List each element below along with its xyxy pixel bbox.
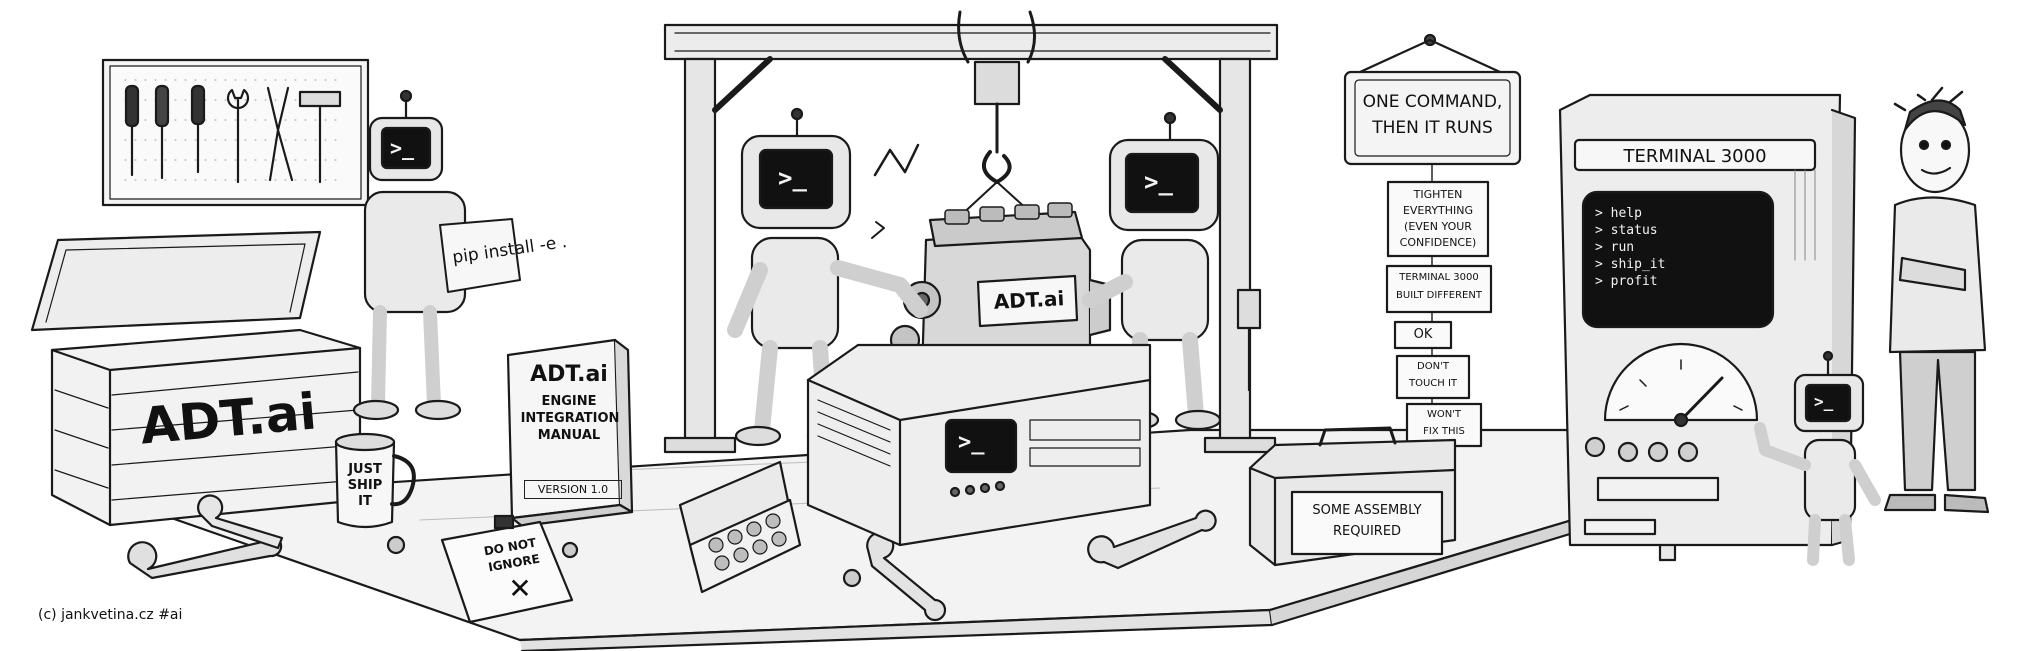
robot-screen-prompt: >_: [958, 430, 985, 455]
hanging-sign-line: ONE COMMAND,: [1362, 92, 1503, 112]
note-1-line: EVERYTHING: [1402, 204, 1474, 217]
manual-title: ADT.ai: [530, 362, 608, 387]
note-1-line: CONFIDENCE): [1399, 236, 1477, 249]
note-1-line: (EVEN YOUR: [1404, 220, 1472, 233]
gauge-icon: [1603, 342, 1759, 428]
robot-screen-prompt: >_: [1814, 392, 1834, 411]
wrench-icon: [197, 494, 284, 550]
terminal-line: > profit: [1595, 274, 1658, 289]
robot-screen-prompt: >_: [390, 136, 415, 160]
mug-text-line: JUST: [348, 462, 382, 477]
robot-mechanic-left: [727, 107, 928, 447]
person-standing: [1883, 86, 1990, 514]
screwdriver-icon: [154, 84, 170, 180]
nut-icon: [386, 535, 406, 555]
terminal-line: > status: [1595, 223, 1658, 238]
manual-book: [506, 338, 634, 528]
note-paper: [440, 514, 574, 624]
robot-left-with-sign: [352, 89, 521, 421]
note-5-line: WON'T: [1426, 409, 1462, 420]
wooden-crate: [30, 230, 362, 527]
wrench-icon: [1087, 509, 1217, 570]
note-3-line: OK: [1413, 327, 1433, 342]
gantry-crane: [663, 10, 1279, 454]
pegboard: [101, 58, 370, 207]
robot-screen-prompt: >_: [778, 164, 807, 192]
nut-icon: [842, 568, 862, 588]
terminal-line: > run: [1595, 240, 1635, 255]
toolbox-label-line: REQUIRED: [1332, 524, 1402, 539]
mug-text-line: IT: [358, 494, 372, 509]
hanging-sign: [1343, 33, 1522, 166]
robot-screen: [380, 126, 432, 170]
terminal-line: > ship_it: [1595, 257, 1666, 272]
manual-subtitle-line: MANUAL: [537, 428, 601, 443]
robot-screen: [1124, 152, 1200, 214]
toolbox: [1248, 426, 1457, 567]
note-4-line: DON'T: [1417, 361, 1449, 372]
terminal-screen: [1581, 190, 1775, 329]
note-1-line: TIGHTEN: [1413, 188, 1463, 201]
screwdriver-icon: [124, 84, 140, 177]
mug-text-line: SHIP: [347, 478, 383, 493]
screwdriver-icon: [190, 84, 206, 174]
note-cross-icon: ✕: [508, 572, 532, 605]
hammer-icon: [298, 90, 342, 184]
engine-label: ADT.ai: [993, 286, 1065, 314]
robot-small-thumbs-up: [1754, 350, 1881, 566]
robot-screen-prompt: >_: [1144, 168, 1173, 196]
robot-screen: [1804, 383, 1852, 423]
socket-case: [678, 460, 802, 594]
note-5-line: FIX THIS: [1423, 426, 1465, 437]
toolbox-label-line: SOME ASSEMBLY: [1312, 503, 1422, 518]
terminal-machine: [1558, 93, 1857, 547]
engine-label-plate: [976, 274, 1079, 328]
mug: [334, 432, 416, 529]
crane-hook: [944, 10, 1051, 231]
terminal-line: > help: [1595, 206, 1642, 221]
note-4-line: TOUCH IT: [1408, 378, 1458, 389]
manual-subtitle-line: INTEGRATION: [520, 411, 620, 426]
manual-subtitle-line: ENGINE: [541, 394, 597, 409]
terminal-title: TERMINAL 3000: [1623, 146, 1767, 167]
pliers-icon: [266, 86, 294, 182]
hanging-sign-line: THEN IT RUNS: [1372, 118, 1493, 138]
note-2-line: BUILT DIFFERENT: [1396, 290, 1482, 301]
computer-chassis: [806, 343, 1152, 547]
toolbox-label: [1290, 490, 1444, 556]
credit-text: (c) jankvetina.cz #ai: [38, 607, 183, 623]
note-2-line: TERMINAL 3000: [1399, 272, 1479, 283]
robot-screen: [758, 148, 834, 210]
nut-icon: [561, 541, 579, 559]
terminal-output: > help > status > run > ship_it > profit: [1595, 205, 1755, 290]
manual-version: VERSION 1.0: [524, 480, 622, 499]
robot-sign-board: [439, 218, 521, 293]
wrench-icon: [127, 535, 283, 580]
computer-screen: [944, 418, 1018, 474]
wrench-icon: [226, 88, 250, 184]
